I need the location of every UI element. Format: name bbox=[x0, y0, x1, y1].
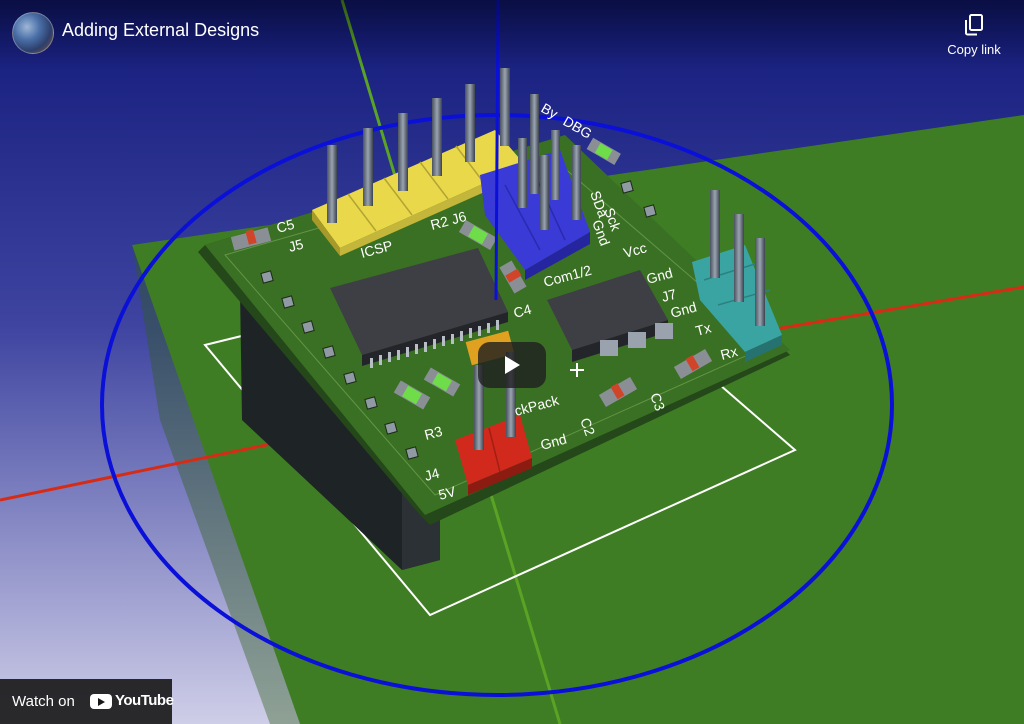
youtube-logo: YouTube bbox=[90, 692, 174, 712]
video-title[interactable]: Adding External Designs bbox=[62, 20, 260, 40]
copy-link-button[interactable]: Copy link bbox=[936, 12, 1012, 62]
video-title-bar: Adding External Designs Copy link bbox=[0, 0, 1024, 70]
label-r3: R3 bbox=[423, 423, 445, 443]
label-gnd-j7: Gnd bbox=[669, 299, 699, 321]
smd-led-r3a bbox=[393, 380, 431, 410]
youtube-wordmark: YouTube bbox=[115, 692, 174, 709]
copy-icon bbox=[965, 14, 983, 36]
label-rx: Rx bbox=[719, 343, 740, 363]
label-c4: C4 bbox=[512, 301, 534, 321]
smd-capacitor-c2 bbox=[598, 376, 638, 408]
label-by: By bbox=[539, 100, 561, 122]
copy-link-label: Copy link bbox=[947, 42, 1001, 57]
vias bbox=[260, 180, 657, 460]
axis-red bbox=[0, 436, 301, 502]
label-vcc: Vcc bbox=[622, 239, 649, 260]
smd-capacitor-c4 bbox=[499, 260, 527, 294]
label-j7: J7 bbox=[660, 286, 679, 305]
play-icon bbox=[505, 356, 520, 374]
header-j4-pins bbox=[474, 352, 516, 450]
channel-avatar[interactable] bbox=[12, 12, 54, 54]
regulator-tab-2 bbox=[628, 332, 646, 348]
smd-led-green-top bbox=[586, 137, 621, 166]
label-sck: Sck bbox=[601, 206, 624, 234]
label-j4: J4 bbox=[423, 465, 442, 484]
ic-chip-large-pins bbox=[370, 320, 499, 368]
header-com-blue bbox=[480, 150, 590, 280]
header-icsp-pins bbox=[327, 68, 510, 223]
label-gnd-top: Gnd bbox=[645, 265, 675, 287]
smd-led-r3b bbox=[423, 367, 461, 397]
regulator-tab bbox=[600, 340, 618, 356]
axis-red-right bbox=[769, 285, 1024, 332]
youtube-play-icon bbox=[90, 694, 112, 709]
smd-led-green bbox=[458, 219, 498, 251]
header-j7-pins bbox=[710, 190, 765, 326]
label-c3: C3 bbox=[647, 391, 668, 413]
ic-regulator bbox=[547, 270, 668, 350]
origin-marker bbox=[570, 363, 584, 377]
axis-blue bbox=[494, 0, 500, 301]
ic-chip-large bbox=[330, 248, 508, 355]
label-c2: C2 bbox=[577, 416, 598, 438]
watch-on-label: Watch on bbox=[12, 693, 75, 710]
ic-regulator-side bbox=[572, 320, 668, 362]
label-5v: 5V bbox=[437, 483, 458, 503]
smd-capacitor-c5 bbox=[230, 227, 272, 251]
ground-plane-shade bbox=[132, 245, 300, 724]
play-button[interactable] bbox=[478, 342, 546, 388]
label-tx: Tx bbox=[694, 319, 713, 338]
label-c5: C5 bbox=[275, 216, 297, 236]
header-com-pins bbox=[518, 94, 581, 230]
label-j5: J5 bbox=[287, 236, 306, 255]
watch-on-youtube-button[interactable]: Watch on YouTube bbox=[0, 679, 174, 724]
smd-capacitor-c3 bbox=[673, 348, 713, 380]
label-gnd-j4: Gnd bbox=[539, 431, 569, 453]
regulator-tab-3 bbox=[655, 323, 673, 339]
